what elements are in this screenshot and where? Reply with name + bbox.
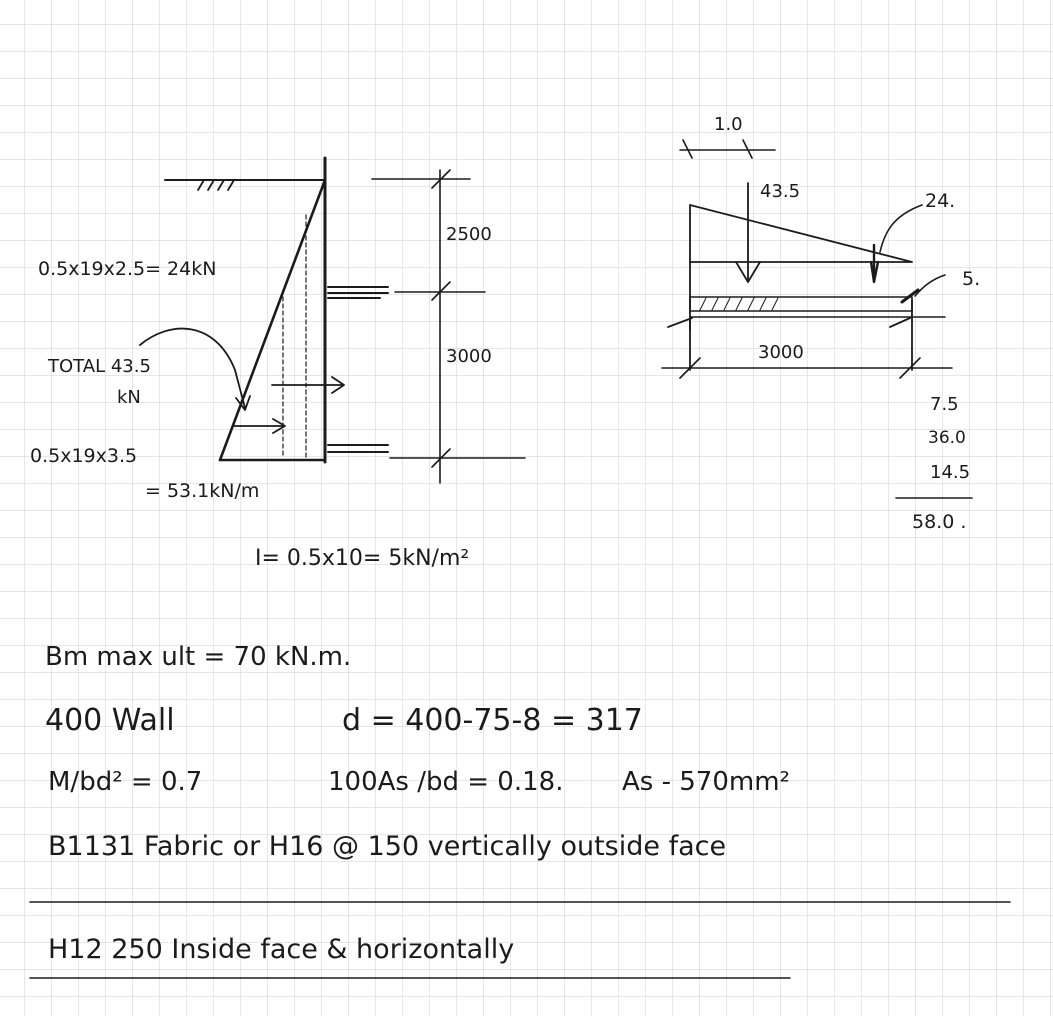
beam-reaction-right: 5. [962, 268, 980, 290]
bm-max: Bm max ult = 70 kN.m. [45, 642, 351, 672]
pressure-base-value: = 53.1kN/m [145, 480, 259, 502]
beam-span: 3000 [758, 342, 804, 363]
reinforcement-inside: H12 250 Inside face & horizontally [48, 934, 514, 965]
as-ratio: 100As /bd = 0.18. [328, 767, 563, 797]
reinforcement-outside: B1131 Fabric or H16 @ 150 vertically out… [48, 831, 726, 862]
wall-thickness: 400 Wall [45, 703, 175, 738]
as-required: As - 570mm² [622, 767, 790, 797]
dim-2500: 2500 [446, 224, 492, 245]
beam-load-left: 43.5 [760, 181, 800, 202]
m-bd2: M/bd² = 0.7 [48, 767, 202, 797]
wall-section-diagram: 2500 3000 0.5x19x2.5= 24kN TOTAL 43.5 kN… [30, 156, 526, 502]
sum-total: 58.0 . [912, 511, 966, 533]
pressure-base-label: 0.5x19x3.5 [30, 445, 137, 467]
effective-depth: d = 400-75-8 = 317 [342, 703, 643, 738]
total-load-label: TOTAL 43.5 [47, 356, 151, 377]
sum-line-1: 7.5 [930, 394, 959, 415]
beam-dim-1-0: 1.0 [714, 114, 743, 135]
total-load-unit: kN [117, 387, 141, 408]
beam-load-right: 24. [925, 190, 955, 212]
dim-3000: 3000 [446, 346, 492, 367]
sum-line-2: 36.0 [928, 428, 966, 448]
surcharge-calc: I= 0.5x10= 5kN/m² [255, 546, 469, 571]
calculations: I= 0.5x10= 5kN/m² Bm max ult = 70 kN.m. … [29, 546, 1011, 979]
sum-line-3: 14.5 [930, 462, 970, 483]
pressure-top-label: 0.5x19x2.5= 24kN [38, 258, 216, 280]
beam-diagram: 1.0 3000 43.5 24. 5. 7.5 36.0 14.5 58.0 … [661, 114, 980, 533]
